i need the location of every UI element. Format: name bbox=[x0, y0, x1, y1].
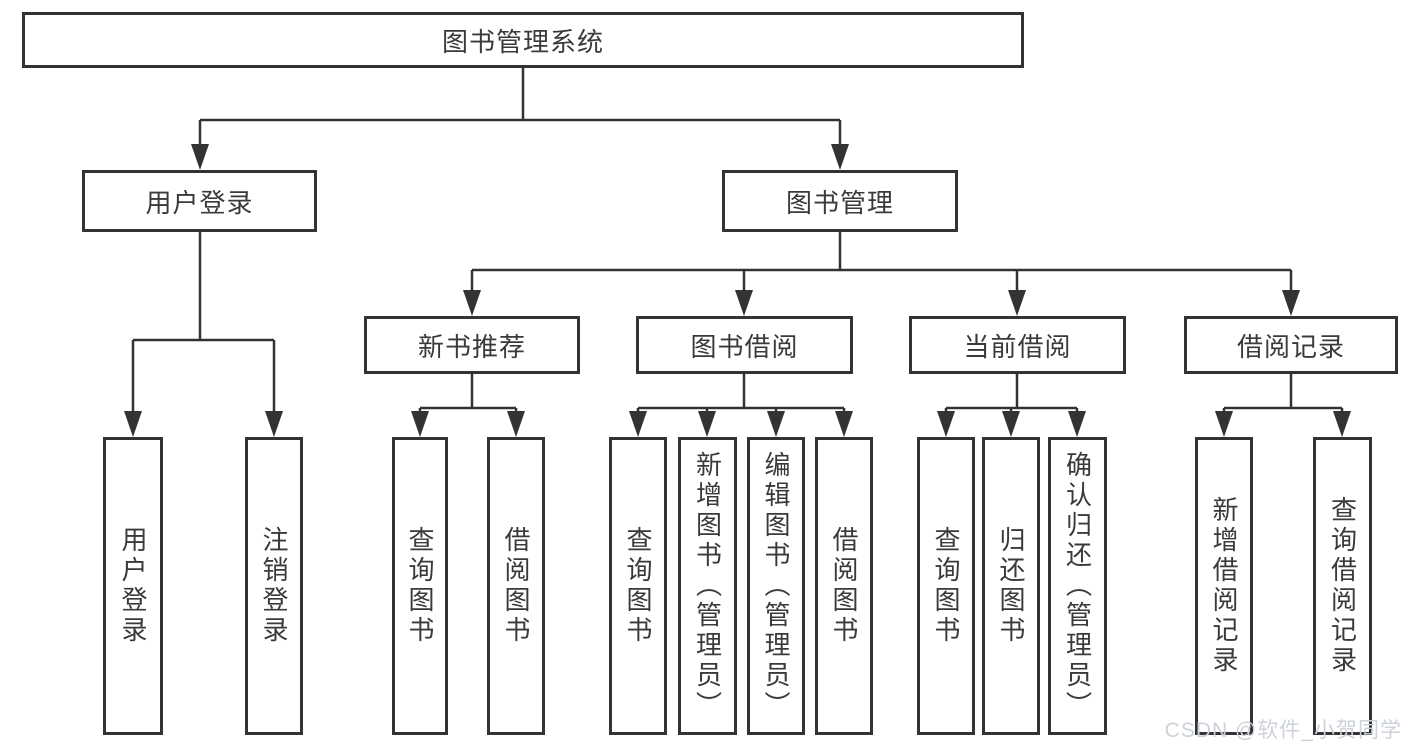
connector-borrowrecords-to-leaves bbox=[1215, 374, 1351, 437]
leaf-return-books: 归还图书 bbox=[982, 437, 1040, 735]
node-new-book-recommend: 新书推荐 bbox=[364, 316, 580, 374]
leaf-edit-book-admin: 编辑图书（管理员） bbox=[747, 437, 805, 735]
leaf-borrow-books-recommend: 借阅图书 bbox=[487, 437, 545, 735]
leaf-add-book-admin-label: 新增图书（管理员） bbox=[692, 451, 723, 721]
leaf-query-books-current: 查询图书 bbox=[917, 437, 975, 735]
node-book-borrow: 图书借阅 bbox=[636, 316, 853, 374]
node-book-management-label: 图书管理 bbox=[785, 187, 894, 218]
leaf-confirm-return-admin: 确认归还（管理员） bbox=[1048, 437, 1107, 735]
connector-root-to-level2 bbox=[191, 68, 849, 170]
leaf-edit-book-admin-label: 编辑图书（管理员） bbox=[761, 451, 791, 721]
connector-bookmgmt-to-level3 bbox=[463, 232, 1300, 316]
connector-userlogin-to-leaves bbox=[124, 232, 283, 437]
node-new-book-recommend-label: 新书推荐 bbox=[417, 331, 526, 362]
connector-bookborrow-to-leaves bbox=[629, 374, 853, 437]
node-current-borrow: 当前借阅 bbox=[909, 316, 1126, 374]
node-current-borrow-label: 当前借阅 bbox=[963, 331, 1072, 362]
node-borrow-records: 借阅记录 bbox=[1184, 316, 1398, 374]
leaf-query-books-recommend-label: 查询图书 bbox=[405, 526, 435, 646]
node-user-login-branch-label: 用户登录 bbox=[145, 187, 254, 218]
leaf-add-borrow-record: 新增借阅记录 bbox=[1195, 437, 1253, 735]
leaf-query-borrow-record-label: 查询借阅记录 bbox=[1327, 496, 1358, 676]
node-borrow-records-label: 借阅记录 bbox=[1236, 331, 1345, 362]
leaf-query-books-borrow: 查询图书 bbox=[609, 437, 667, 735]
node-root: 图书管理系统 bbox=[22, 12, 1024, 68]
leaf-confirm-return-admin-label: 确认归还（管理员） bbox=[1062, 451, 1093, 721]
leaf-borrow-books-borrow: 借阅图书 bbox=[815, 437, 873, 735]
leaf-return-books-label: 归还图书 bbox=[996, 526, 1026, 646]
leaf-add-book-admin: 新增图书（管理员） bbox=[678, 437, 737, 735]
leaf-logout: 注销登录 bbox=[245, 437, 303, 735]
leaf-query-books-current-label: 查询图书 bbox=[931, 526, 961, 646]
leaf-user-login: 用户登录 bbox=[103, 437, 163, 735]
node-user-login-branch: 用户登录 bbox=[82, 170, 317, 232]
leaf-query-books-borrow-label: 查询图书 bbox=[623, 526, 653, 646]
node-book-management: 图书管理 bbox=[722, 170, 958, 232]
leaf-borrow-books-borrow-label: 借阅图书 bbox=[829, 526, 859, 646]
leaf-query-borrow-record: 查询借阅记录 bbox=[1313, 437, 1372, 735]
leaf-borrow-books-recommend-label: 借阅图书 bbox=[501, 526, 531, 646]
node-root-label: 图书管理系统 bbox=[441, 26, 604, 57]
leaf-logout-label: 注销登录 bbox=[259, 526, 289, 646]
leaf-add-borrow-record-label: 新增借阅记录 bbox=[1209, 496, 1239, 676]
node-book-borrow-label: 图书借阅 bbox=[690, 331, 799, 362]
leaf-query-books-recommend: 查询图书 bbox=[392, 437, 448, 735]
connector-currentborrow-to-leaves bbox=[937, 374, 1086, 437]
csdn-watermark: CSDN @软件_小贺同学 bbox=[1164, 719, 1402, 742]
leaf-user-login-label: 用户登录 bbox=[118, 526, 148, 646]
connector-newbook-to-leaves bbox=[411, 374, 525, 437]
